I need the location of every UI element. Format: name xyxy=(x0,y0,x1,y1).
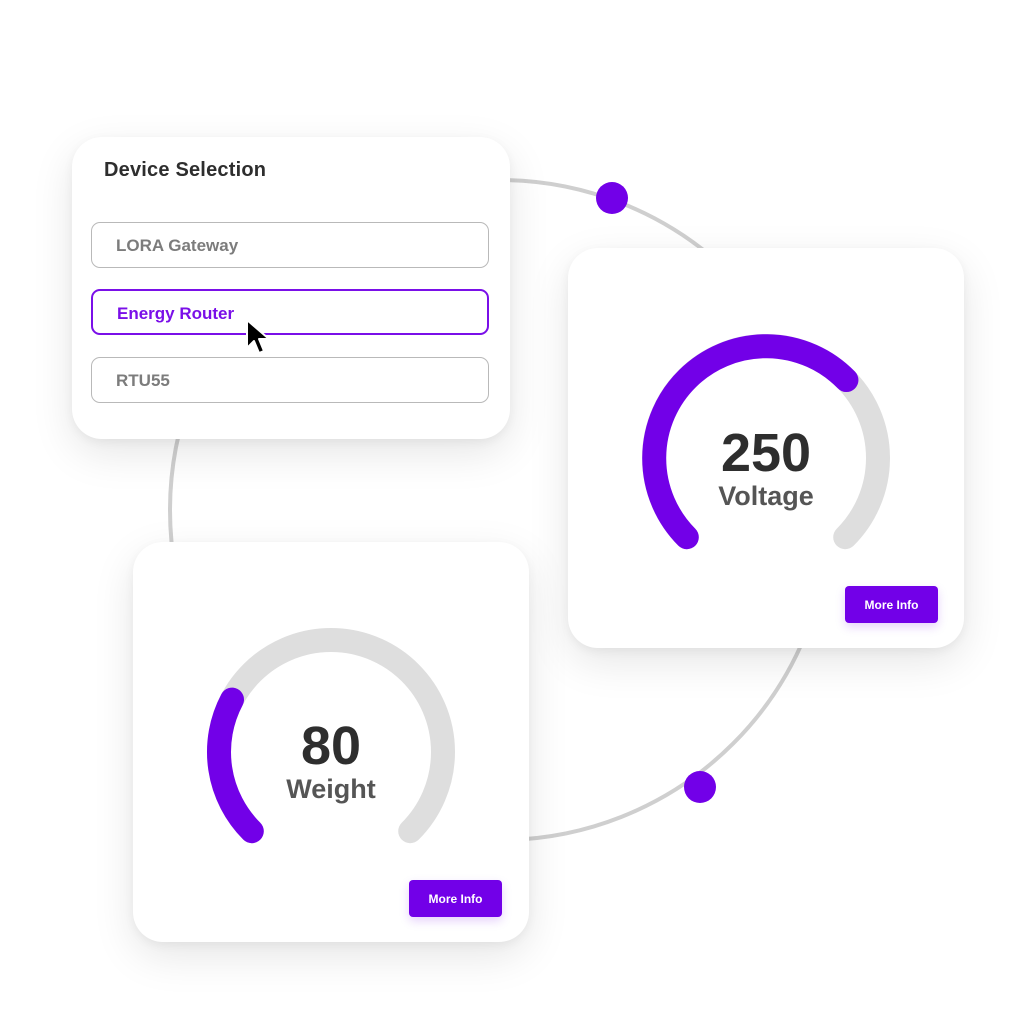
device-option-label: RTU55 xyxy=(116,371,170,390)
weight-gauge-fill xyxy=(207,687,264,844)
voltage-label: Voltage xyxy=(718,481,814,511)
mouse-pointer-icon xyxy=(246,319,270,354)
device-option-label: Energy Router xyxy=(117,304,235,323)
voltage-gauge xyxy=(642,334,890,550)
device-selection-card: Device Selection LORA Gateway Energy Rou… xyxy=(72,137,510,439)
device-option-rtu55[interactable]: RTU55 xyxy=(91,357,489,403)
device-selection-title: Device Selection xyxy=(104,159,267,181)
voltage-value: 250 xyxy=(720,423,812,483)
connector-node-bottom xyxy=(684,771,716,803)
weight-more-info-button[interactable]: More Info xyxy=(409,880,502,917)
device-option-energy-router[interactable]: Energy Router xyxy=(91,289,489,335)
weight-gauge xyxy=(207,628,455,844)
device-option-lora-gateway[interactable]: LORA Gateway xyxy=(91,222,489,268)
device-option-label: LORA Gateway xyxy=(116,236,239,255)
weight-value: 80 xyxy=(300,716,362,776)
weight-label: Weight xyxy=(286,774,376,804)
connector-node-top xyxy=(596,182,628,214)
voltage-gauge-fill xyxy=(642,334,859,550)
weight-gauge-card: 80 Weight More Info xyxy=(133,542,529,942)
voltage-gauge-card: 250 Voltage More Info xyxy=(568,248,964,648)
voltage-more-info-button[interactable]: More Info xyxy=(845,586,938,623)
